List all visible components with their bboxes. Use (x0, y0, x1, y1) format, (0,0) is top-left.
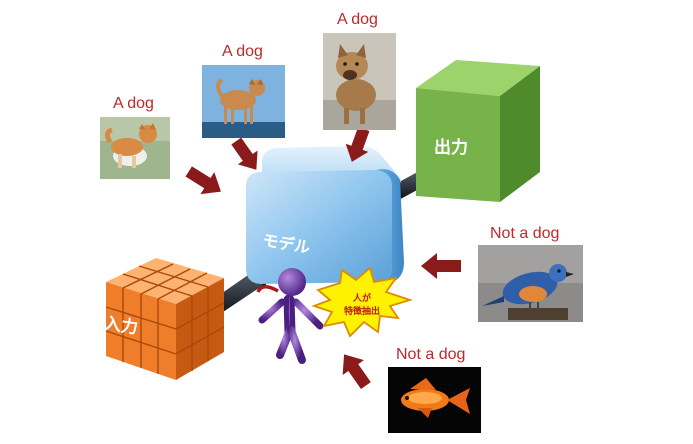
photo-dog-puppy (323, 33, 396, 130)
burst-text-line1: 人が (352, 292, 372, 304)
person-figure (256, 268, 324, 364)
example-label-bird: Not a dog (490, 225, 560, 242)
burst-text-line2: 特徴抽出 (344, 305, 380, 317)
photo-dog-running (100, 117, 170, 179)
input-cube (105, 258, 225, 380)
input-label: 入力 (103, 313, 140, 339)
arrow-from-fish (342, 354, 371, 390)
output-cube (416, 60, 540, 202)
burst-shape (311, 266, 413, 338)
arrow-from-dog-3 (345, 126, 370, 162)
photo-bird (478, 245, 583, 322)
output-label: 出力 (434, 137, 468, 158)
arrow-from-dog-1 (185, 166, 221, 195)
example-label-dog-3: A dog (337, 11, 378, 28)
photo-fish (388, 367, 481, 433)
example-label-dog-2: A dog (222, 43, 263, 60)
photo-dog-standing (202, 65, 285, 138)
arrow-from-dog-2 (231, 137, 258, 170)
example-label-dog-1: A dog (113, 95, 154, 112)
red-arrows (185, 126, 461, 390)
arrow-from-bird (421, 253, 461, 279)
example-label-fish: Not a dog (396, 346, 466, 363)
model-cube (246, 146, 404, 284)
